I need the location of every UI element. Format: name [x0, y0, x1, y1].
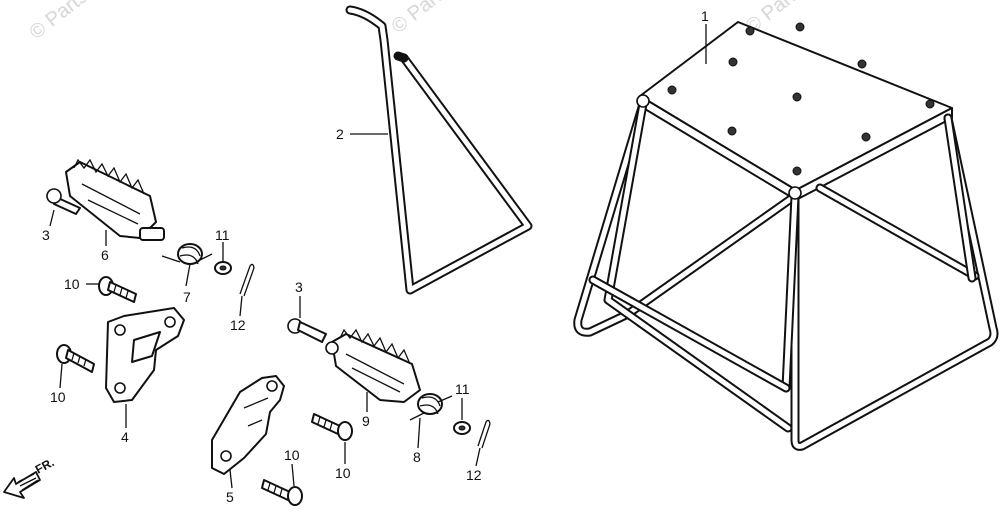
label-part-12-left: 12	[230, 317, 246, 333]
label-part-1: 1	[701, 8, 709, 24]
footpeg-tab	[139, 227, 165, 241]
plate-hole	[792, 92, 802, 102]
plate-hole	[727, 126, 737, 136]
plate-hole	[745, 26, 755, 36]
frame-joint	[788, 186, 802, 200]
spring-part-8-right	[409, 393, 453, 421]
plate-hole	[667, 85, 677, 95]
label-part-11-left: 11	[215, 227, 230, 243]
label-part-7: 7	[183, 289, 191, 305]
frame-joint	[636, 94, 650, 108]
stand-bar-part-2	[345, 5, 533, 295]
pin-part-3-right	[287, 318, 327, 343]
label-part-3-right: 3	[295, 279, 303, 295]
bolt-part-10-bottom	[261, 479, 303, 506]
footpeg-part-6	[65, 158, 165, 241]
label-part-10-lower-left: 10	[50, 389, 66, 405]
label-part-6: 6	[101, 247, 109, 263]
bolt-part-10-upper	[98, 276, 137, 303]
spring-part-7-left	[161, 243, 213, 265]
label-part-2: 2	[336, 126, 344, 142]
label-part-12-right: 12	[466, 467, 482, 483]
stand-frame	[573, 99, 999, 451]
cotter-pin-part-12-left	[239, 263, 255, 297]
pin-part-3-left	[46, 188, 81, 215]
bracket-part-4	[105, 307, 185, 403]
stand-top-plate	[639, 21, 953, 191]
washer-part-11-left	[214, 261, 232, 275]
plate-hole	[925, 99, 935, 109]
label-part-10-bottom: 10	[284, 447, 300, 463]
plate-hole	[857, 59, 867, 69]
label-part-4: 4	[121, 429, 129, 445]
label-part-5: 5	[226, 489, 234, 505]
label-part-10-middle: 10	[335, 465, 351, 481]
label-part-11-right: 11	[455, 381, 470, 397]
front-direction-marker: FR.	[3, 455, 56, 499]
plate-hole	[795, 22, 805, 32]
cotter-pin-part-12-right	[477, 419, 491, 449]
bracket-part-5	[211, 375, 285, 475]
leader-lines	[49, 24, 707, 489]
bolt-part-10-middle	[311, 413, 353, 441]
footpeg-part-9	[325, 328, 421, 403]
washer-part-11-right	[453, 421, 471, 435]
plate-hole	[861, 132, 871, 142]
label-part-10-upper: 10	[64, 276, 80, 292]
label-part-3-left: 3	[42, 227, 50, 243]
label-part-8: 8	[413, 449, 421, 465]
plate-hole	[792, 166, 802, 176]
footpeg-left-body	[65, 161, 157, 239]
watermark-mid: © Parts	[388, 0, 454, 38]
label-part-9: 9	[362, 413, 370, 429]
bolt-part-10-lower-left	[56, 344, 95, 373]
footpeg-right-body	[331, 333, 421, 403]
plate-hole	[728, 57, 738, 67]
watermark-left: © Parts	[26, 0, 92, 44]
stand-part-1	[573, 21, 999, 451]
